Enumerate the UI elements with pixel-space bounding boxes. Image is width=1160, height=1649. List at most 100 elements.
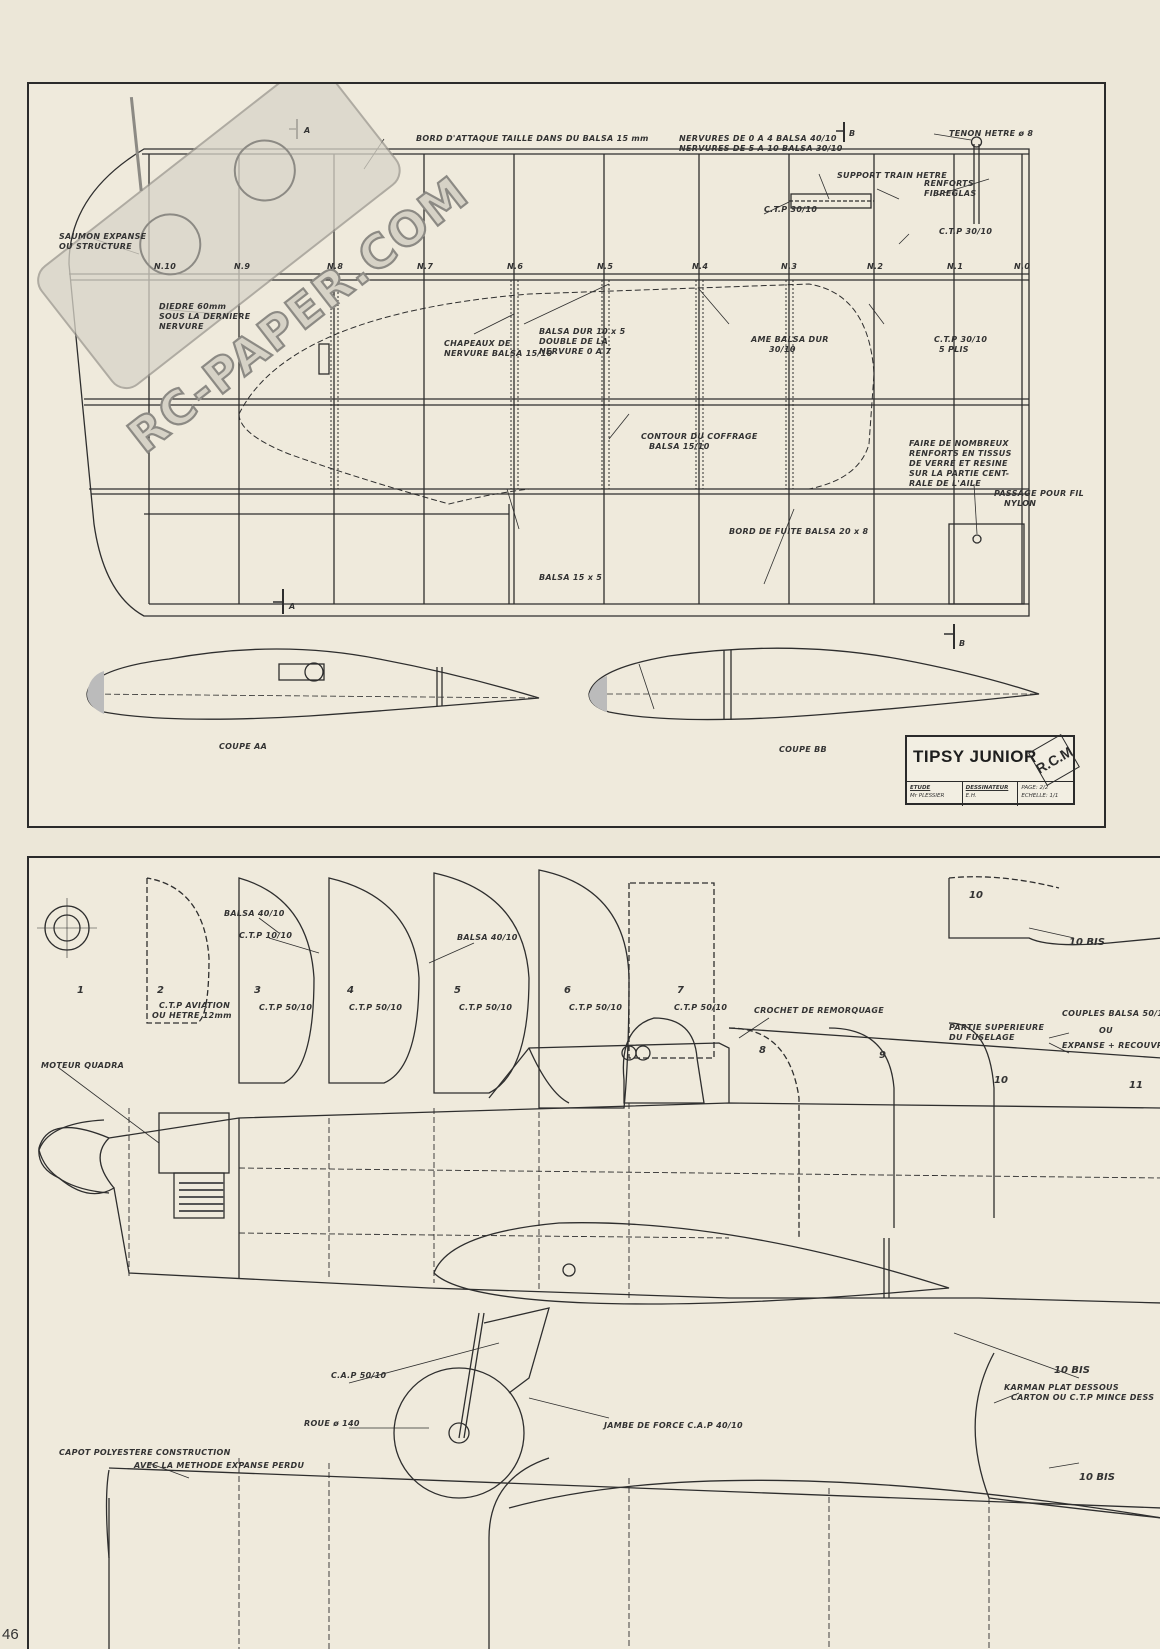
trailing-edge-note: BORD DE FUITE BALSA 20 x 8: [729, 527, 869, 536]
rib-label: N.4: [692, 262, 708, 271]
hard-balsa-note-2: DOUBLE DE LA: [539, 337, 608, 346]
etude-value: Mr PLESSIER: [910, 793, 945, 799]
bis-label-c: 10 BIS: [1079, 1472, 1115, 1483]
ply-note-6: C.T.P 50/10: [569, 1003, 622, 1012]
page-value: PAGE: 2/2: [1021, 785, 1049, 791]
section-marker-b: B: [959, 639, 965, 648]
nylon-note-1: PASSAGE POUR FIL: [994, 489, 1084, 498]
tow-hook-note: CROCHET DE REMORQUAGE: [754, 1006, 884, 1015]
nylon-note-2: NYLON: [1004, 499, 1036, 508]
cap-note: C.A.P 50/10: [331, 1371, 387, 1380]
web-note-1: AME BALSA DUR: [750, 335, 829, 344]
dessinateur-cell: DESSINATEUR E.H.: [963, 782, 1019, 806]
web-note-2: 30/10: [769, 345, 796, 354]
section-aa-label: COUPE AA: [219, 742, 267, 751]
title-block-info-row: ETUDE Mr PLESSIER DESSINATEUR E.H. PAGE:…: [907, 781, 1073, 806]
former-number: 10: [994, 1075, 1008, 1086]
upper-fuselage-note-1: PARTIE SUPERIEURE: [949, 1023, 1044, 1032]
balsa-note-a: BALSA 40/10: [224, 909, 285, 918]
section-bb-label: COUPE BB: [779, 745, 827, 754]
karman-note-2: CARTON OU C.T.P MINCE DESS: [1011, 1393, 1154, 1402]
former-number: 10: [969, 890, 983, 901]
reinforcement-note-1: RENFORTS: [924, 179, 974, 188]
upper-fuselage-note-2: DU FUSELAGE: [949, 1033, 1015, 1042]
sheeting-note-1: CONTOUR DU COFFRAGE: [641, 432, 758, 441]
wing-annotations: BORD D'ATTAQUE TAILLE DANS DU BALSA 15 m…: [59, 126, 1084, 754]
tenon-note: TENON HETRE ø 8: [949, 129, 1033, 138]
ply-note-7: C.T.P 50/10: [674, 1003, 727, 1012]
wheel-note: ROUE ø 140: [304, 1419, 360, 1428]
dihedral-note-2: SOUS LA DERNIERE: [159, 312, 251, 321]
title-block: TIPSY JUNIOR R.C.M ETUDE Mr PLESSIER DES…: [905, 734, 1080, 806]
page-number: 46: [2, 1626, 19, 1643]
rib-label: N.8: [327, 262, 343, 271]
wing-plan-drawing: RC-PAPER.COM N.10 N.9 N.8 N.7 N.6 N.5 N.…: [37, 84, 1084, 754]
wing-plan-panel: RC-PAPER.COM N.10 N.9 N.8 N.7 N.6 N.5 N.…: [27, 82, 1106, 828]
reinforcement-note-2: FIBREGLAS: [924, 189, 976, 198]
aviation-ply-note-1: C.T.P AVIATION: [159, 1001, 230, 1010]
etude-cell: ETUDE Mr PLESSIER: [907, 782, 963, 806]
glass-note-2: RENFORTS EN TISSUS: [909, 449, 1012, 458]
plywood-note-b: C.T.P 30/10: [939, 227, 992, 236]
rib-label: N.5: [597, 262, 613, 271]
hard-balsa-note-3: NERVURE 0 A 7: [539, 347, 611, 356]
dihedral-note-3: NERVURE: [159, 322, 204, 331]
former-number: 8: [759, 1045, 766, 1056]
karman-note-1: KARMAN PLAT DESSOUS: [1004, 1383, 1119, 1392]
rib-cap-note-1: CHAPEAUX DE: [444, 339, 511, 348]
ply-note-5: C.T.P 50/10: [459, 1003, 512, 1012]
wingtip-note-2: OU STRUCTURE: [59, 242, 132, 251]
dessinateur-heading: DESSINATEUR: [965, 785, 1009, 791]
rcm-logo: R.C.M: [1028, 734, 1080, 786]
glass-note-4: SUR LA PARTIE CENT-: [909, 469, 1009, 478]
rib-cap-note-2: NERVURE BALSA 15/10: [444, 349, 553, 358]
section-marker-b-top: B: [849, 129, 855, 138]
glass-note-3: DE VERRE ET RESINE: [909, 459, 1008, 468]
page-scale-cell: PAGE: 2/2 ECHELLE: 1/1: [1018, 782, 1073, 806]
fuselage-plan-drawing: 1 2 3 4 5 6 7 8 9 10 11 10 BALSA 40/10 C…: [37, 869, 1160, 1649]
etude-heading: ETUDE: [910, 785, 931, 791]
fuselage-plan-panel: 1 2 3 4 5 6 7 8 9 10 11 10 BALSA 40/10 C…: [27, 856, 1160, 1649]
plywood-note-a: C.T.P 30/10: [764, 205, 817, 214]
or-note: OU: [1099, 1026, 1113, 1035]
balsa-note-b: BALSA 40/10: [457, 933, 518, 942]
rib-label: N.6: [507, 262, 523, 271]
engine-note: MOTEUR QUADRA: [41, 1061, 124, 1070]
rib-label: N.7: [417, 262, 433, 271]
leading-edge-note: BORD D'ATTAQUE TAILLE DANS DU BALSA 15 m…: [416, 134, 649, 143]
rib-label: N.1: [947, 262, 963, 271]
former-number: 9: [879, 1050, 886, 1061]
balsa-strip-note: BALSA 15 x 5: [539, 573, 602, 582]
former-number: 3: [254, 985, 261, 996]
ribs-note-2: NERVURES DE 5 A 10 BALSA 30/10: [679, 144, 843, 153]
fuselage-annotations: BALSA 40/10 C.T.P 10/10 BALSA 40/10 C.T.…: [41, 909, 1160, 1483]
aviation-ply-note-2: OU HETRE 12mm: [152, 1011, 232, 1020]
bis-label-b: 10 BIS: [1054, 1365, 1090, 1376]
dessinateur-value: E.H.: [965, 793, 977, 799]
sheeting-note-2: BALSA 15/10: [649, 442, 710, 451]
former-numbers: 1 2 3 4 5 6 7 8 9 10 11 10: [77, 890, 1143, 1091]
rib-label: N.10: [154, 262, 176, 271]
glass-note-5: RALE DE L'AILE: [909, 479, 981, 488]
scale-value: ECHELLE: 1/1: [1021, 793, 1059, 799]
plan-title: TIPSY JUNIOR: [913, 747, 1037, 766]
cowl-note-2: AVEC LA METHODE EXPANSE PERDU: [133, 1461, 304, 1470]
bis-label-a: 10 BIS: [1069, 937, 1105, 948]
wingtip-note-1: SAUMON EXPANSE: [59, 232, 147, 241]
gear-support-note: SUPPORT TRAIN HETRE: [837, 171, 947, 180]
ply-5plies-note-1: C.T.P 30/10: [934, 335, 987, 344]
former-number: 2: [157, 985, 164, 996]
rib-labels: N.10 N.9 N.8 N.7 N.6 N.5 N.4 N.3 N.2 N.1…: [154, 262, 1030, 271]
former-number: 5: [454, 985, 461, 996]
rib-label: N.9: [234, 262, 250, 271]
ply-note-4: C.T.P 50/10: [349, 1003, 402, 1012]
dihedral-note-1: DIEDRE 60mm: [159, 302, 226, 311]
ply-note-3: C.T.P 50/10: [259, 1003, 312, 1012]
rib-label: N.0: [1014, 262, 1030, 271]
former-number: 4: [346, 985, 354, 996]
former-number: 11: [1129, 1080, 1143, 1091]
section-marker-a: A: [288, 602, 296, 611]
ply-5plies-note-2: 5 PLIS: [939, 345, 969, 354]
strut-note: JAMBE DE FORCE C.A.P 40/10: [602, 1421, 743, 1430]
cowl-note-1: CAPOT POLYESTERE CONSTRUCTION: [59, 1448, 231, 1457]
